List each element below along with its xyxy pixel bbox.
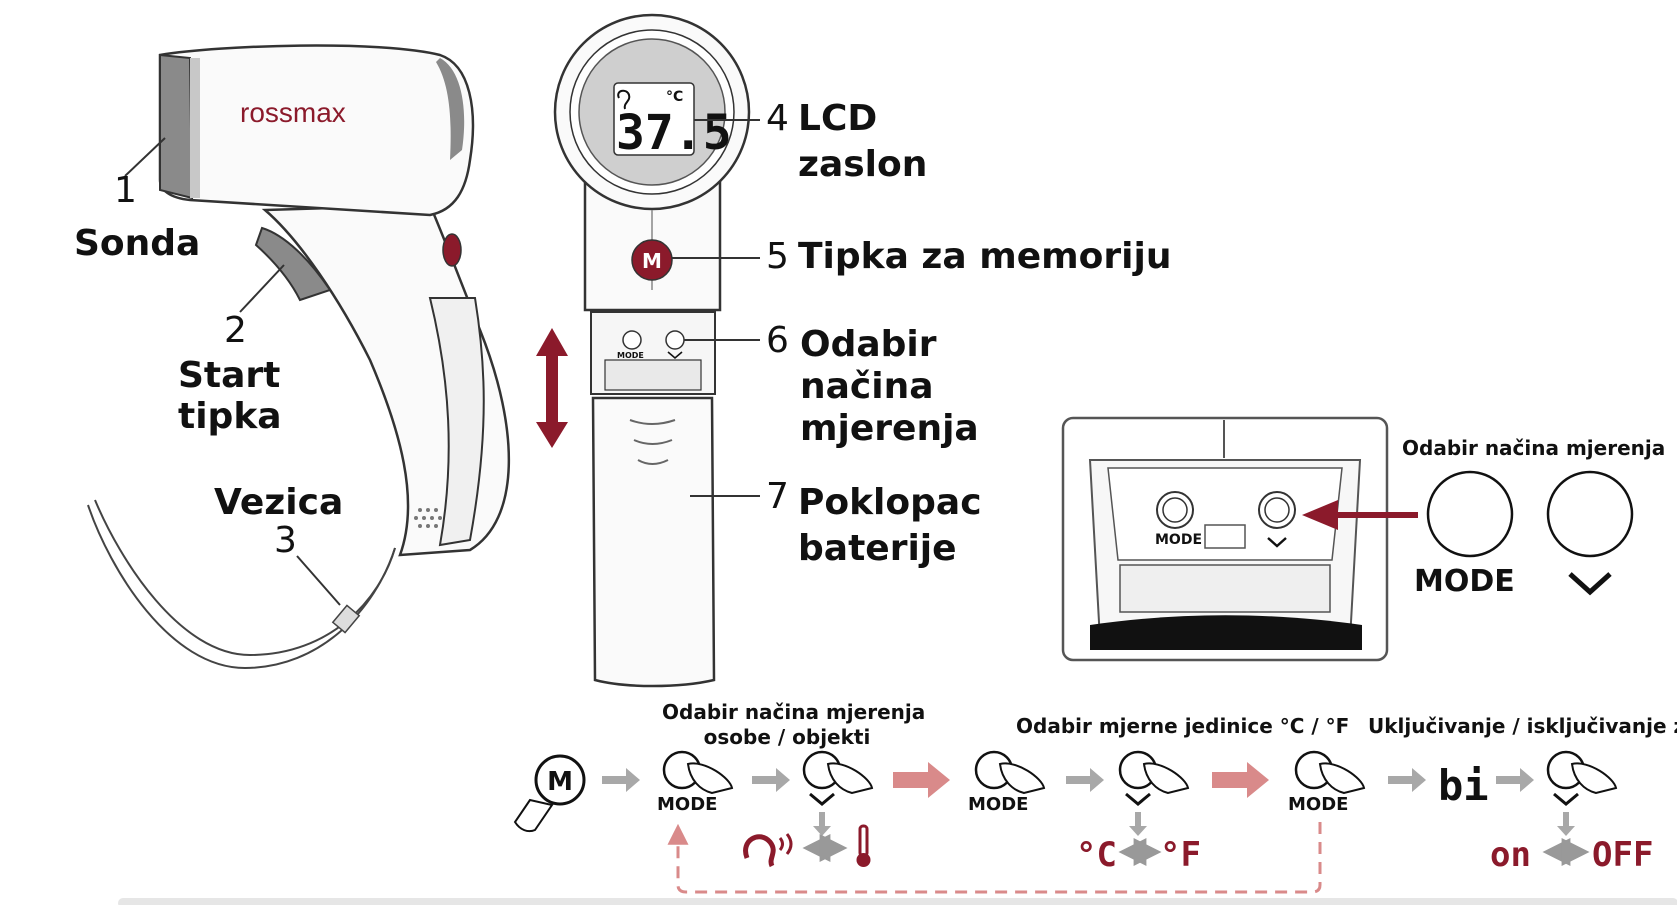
- off-display: OFF: [1592, 835, 1653, 875]
- slide-cover-double-arrow-icon: [536, 328, 568, 448]
- callout-5-number: 5: [766, 238, 789, 277]
- front-mode-tiny-label: MODE: [617, 351, 644, 360]
- memory-button-letter: M: [642, 249, 662, 273]
- callout-4-number: 4: [766, 100, 789, 139]
- callout-cover-line2: baterije: [798, 530, 957, 569]
- mode-button-large: [1428, 472, 1512, 556]
- beep-display: bi: [1438, 761, 1489, 810]
- finger-press-icon: [515, 800, 552, 831]
- flow-step1-title-line1: Odabir načina mjerenja: [662, 702, 912, 724]
- celsius-display: °C: [1076, 835, 1117, 875]
- flow-step2-title: Odabir mjerne jedinice °C / °F: [1016, 716, 1349, 738]
- callout-mode-line1: Odabir: [800, 326, 937, 365]
- callout-mode-line2: načina: [800, 368, 934, 407]
- thermometer-side-view: [88, 46, 509, 668]
- callout-lcd-line2: zaslon: [798, 146, 927, 185]
- flow-mode-label-2: MODE: [968, 794, 1028, 815]
- object-thermometer-icon: [857, 826, 871, 867]
- callout-sonda-label: Sonda: [74, 225, 200, 264]
- callout-cover-line1: Poklopac: [798, 484, 982, 523]
- inset-chevron-large-icon: [1570, 574, 1610, 592]
- lcd-unit: °C: [666, 89, 683, 105]
- fahrenheit-display: °F: [1160, 835, 1201, 875]
- callout-mode-line3: mjerenja: [800, 410, 979, 449]
- down-button-large: [1548, 472, 1632, 556]
- callout-vezica-label: Vezica: [214, 484, 343, 523]
- on-display: on: [1490, 835, 1531, 875]
- callout-lcd-line1: LCD: [798, 100, 877, 139]
- callout-2-number: 2: [224, 312, 247, 351]
- callout-3-number: 3: [274, 522, 297, 561]
- callout-start-line1: Start: [178, 357, 280, 396]
- flow-step3-title: Uključivanje / isključivanje zvuka: [1368, 716, 1677, 738]
- callout-memory-label: Tipka za memoriju: [798, 238, 1171, 277]
- rossmax-logo: rossmax: [240, 97, 346, 128]
- callout-6-number: 6: [766, 322, 789, 361]
- callout-1-number: 1: [114, 172, 137, 211]
- callout-7-number: 7: [766, 478, 789, 517]
- inset-mode-small-label: MODE: [1155, 532, 1202, 548]
- bottom-panel-edge: [118, 898, 1677, 905]
- inset-title: Odabir načina mjerenja: [1402, 438, 1665, 460]
- leader-line-3: [297, 556, 340, 605]
- flow-mode-label-1: MODE: [657, 794, 717, 815]
- flow-m-letter: M: [547, 767, 573, 797]
- person-mode-flow-icon: [746, 837, 774, 866]
- flow-mode-label-3: MODE: [1288, 794, 1348, 815]
- lcd-reading: 37.5: [616, 105, 732, 161]
- callout-start-line2: tipka: [178, 398, 282, 437]
- flow-step1-title-line2: osobe / objekti: [662, 727, 912, 749]
- inset-mode-label: MODE: [1414, 566, 1515, 598]
- leader-line-2: [240, 265, 284, 312]
